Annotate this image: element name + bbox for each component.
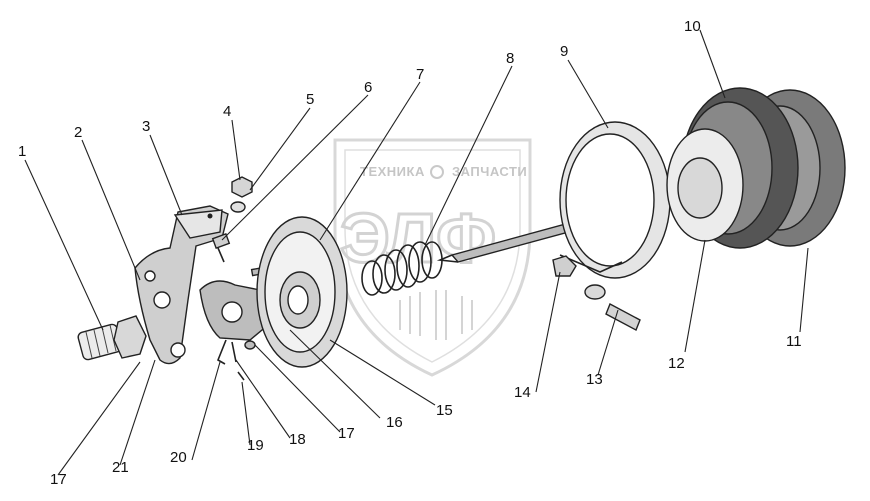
- callout-18: 18: [289, 431, 306, 448]
- callout-19: 19: [247, 437, 264, 454]
- callout-16: 16: [386, 414, 403, 431]
- callout-labels: 1 2 3 4 5 6 7 8 9 10 11 12 13 14 15 16 1…: [18, 18, 802, 488]
- callout-15: 15: [436, 402, 453, 419]
- part-15-housing: [256, 216, 348, 368]
- callout-11: 11: [786, 333, 802, 350]
- callout-13: 13: [586, 371, 603, 388]
- watermark-text-right: ЗАПЧАСТИ: [452, 164, 527, 179]
- callout-10: 10: [684, 18, 701, 35]
- part-6-bolt: [211, 233, 231, 263]
- callout-21: 21: [112, 459, 129, 476]
- callout-9: 9: [560, 43, 568, 60]
- callout-3: 3: [142, 118, 150, 135]
- callout-4: 4: [223, 103, 231, 120]
- leader-lines: [24, 29, 809, 476]
- watermark-logo: ТЕХНИКА ЗАПЧАСТИ ЭЛФ: [333, 138, 532, 377]
- part-10-12-drum: [666, 87, 846, 249]
- callout-7: 7: [416, 66, 424, 83]
- callout-8: 8: [506, 50, 514, 67]
- callout-12: 12: [668, 355, 685, 372]
- part-4-5-nut-washer: [230, 176, 253, 213]
- watermark-text-left: ТЕХНИКА: [360, 164, 425, 179]
- watermark-logo-letters: ЭЛФ: [340, 199, 496, 277]
- part-13-bolt: [605, 303, 641, 331]
- callout-14: 14: [514, 384, 531, 401]
- callout-17-left: 17: [50, 471, 67, 488]
- callout-17-right: 17: [338, 425, 355, 442]
- callout-5: 5: [306, 91, 314, 108]
- part-9-band-ring: [559, 121, 671, 279]
- callout-6: 6: [364, 79, 372, 96]
- callout-2: 2: [74, 124, 82, 141]
- callout-20: 20: [170, 449, 187, 466]
- callout-1: 1: [18, 143, 26, 160]
- part-3-bracket: [134, 205, 229, 365]
- part-14-clamp: [552, 255, 606, 300]
